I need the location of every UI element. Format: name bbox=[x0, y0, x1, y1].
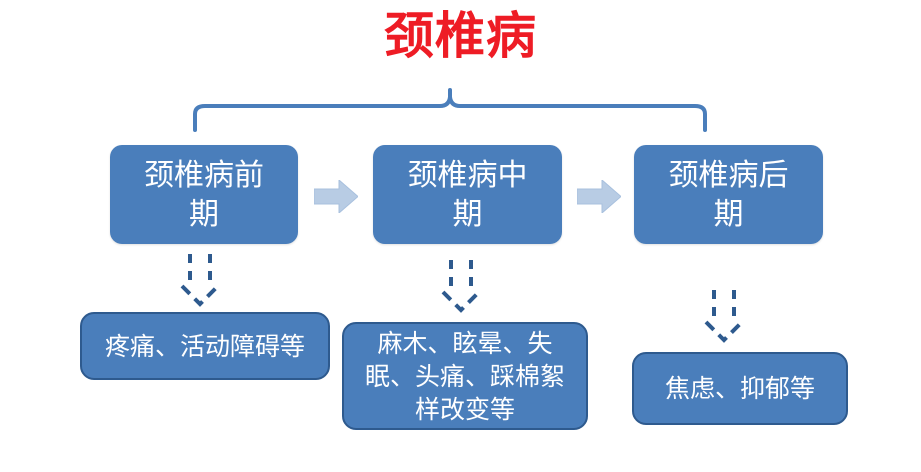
block-arrow-right-icon-mid-to-post bbox=[576, 178, 622, 215]
stage-box-mid[interactable]: 颈椎病中期 bbox=[373, 145, 562, 244]
stage-label-mid: 颈椎病中期 bbox=[407, 157, 528, 232]
dashed-arrow-down-icon-post bbox=[700, 288, 748, 348]
block-arrow-right-icon-pre-to-mid bbox=[313, 178, 359, 215]
symptom-label-post: 焦虑、抑郁等 bbox=[664, 374, 815, 403]
symptom-label-pre: 疼痛、活动障碍等 bbox=[104, 331, 305, 361]
stage-label-post: 颈椎病后期 bbox=[668, 157, 789, 232]
dashed-arrow-down-icon-pre bbox=[176, 252, 224, 312]
page-title: 颈椎病 bbox=[384, 7, 537, 65]
symptom-box-mid[interactable]: 麻木、眩晕、失眠、头痛、踩棉絮样改变等 bbox=[342, 322, 588, 430]
symptom-box-pre[interactable]: 疼痛、活动障碍等 bbox=[80, 312, 330, 380]
dashed-arrow-down-icon-mid bbox=[437, 258, 485, 318]
symptom-box-post[interactable]: 焦虑、抑郁等 bbox=[632, 352, 848, 425]
curly-brace-icon bbox=[185, 88, 715, 132]
stage-box-pre[interactable]: 颈椎病前期 bbox=[110, 145, 298, 244]
stage-box-post[interactable]: 颈椎病后期 bbox=[634, 145, 823, 244]
stage-label-pre: 颈椎病前期 bbox=[144, 157, 264, 232]
symptom-label-mid: 麻木、眩晕、失眠、头痛、踩棉絮样改变等 bbox=[364, 328, 565, 424]
